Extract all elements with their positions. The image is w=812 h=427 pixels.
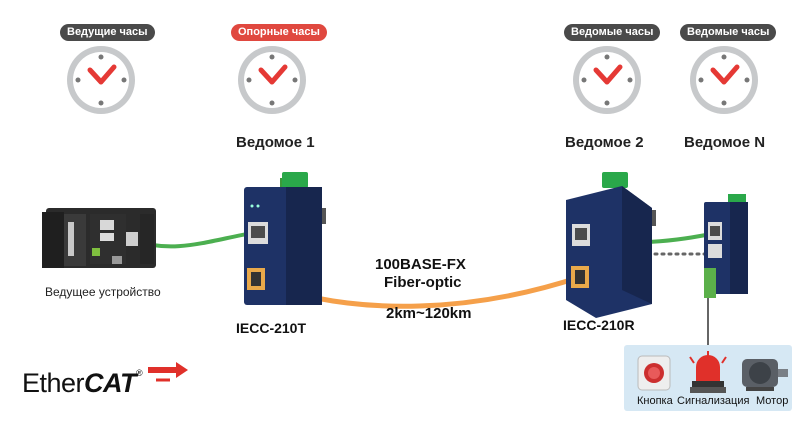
slave-clock-badge-2: Ведомые часы [564, 24, 661, 41]
master-device-label: Ведущее устройство [45, 285, 161, 299]
master-plc-device [42, 208, 156, 268]
master-clock-icon [67, 46, 135, 114]
alarm-label: Сигнализация [677, 395, 750, 407]
ethercat-logo-cat: CAT [84, 368, 137, 398]
master-clock-badge: Ведущие часы [60, 24, 155, 41]
motor-label: Мотор [756, 395, 789, 407]
ethercat-logo-reg: ® [136, 368, 143, 378]
push-button-label: Кнопка [637, 395, 673, 407]
slave-clock-icon-n [690, 46, 758, 114]
slave-clock-icon-2 [573, 46, 641, 114]
iecc-210r-device [566, 172, 656, 318]
ethercat-logo-text: Ether [22, 368, 85, 398]
slave-2-title: Ведомое 2 [565, 134, 644, 151]
slave-n-module [704, 194, 748, 298]
io-equipment-panel: Кнопка Сигнализация Мотор [624, 345, 792, 411]
slave-clock-badge-n: Ведомые часы [680, 24, 777, 41]
slave-n-title: Ведомое N [684, 134, 766, 151]
link-type-label: 100BASE-FX [375, 256, 466, 273]
link-distance-label: 2km~120km [386, 305, 472, 322]
alarm-light-icon [689, 351, 727, 393]
reference-clock-icon [238, 46, 306, 114]
clock-icons [67, 46, 758, 114]
push-button-icon [637, 355, 671, 391]
ethercat-logo: EtherCAT® [22, 368, 143, 399]
equipment-icons [637, 351, 788, 393]
reference-clock-badge: Опорные часы [231, 24, 327, 41]
slave-1-title: Ведомое 1 [236, 134, 315, 151]
iecc-210t-label: IECC-210T [236, 320, 307, 336]
ethercat-arrow-icon [148, 362, 188, 382]
iecc-210r-label: IECC-210R [563, 317, 635, 333]
link-medium-label: Fiber-optic [384, 274, 462, 291]
motor-icon [742, 359, 788, 391]
iecc-210t-device [244, 172, 326, 305]
